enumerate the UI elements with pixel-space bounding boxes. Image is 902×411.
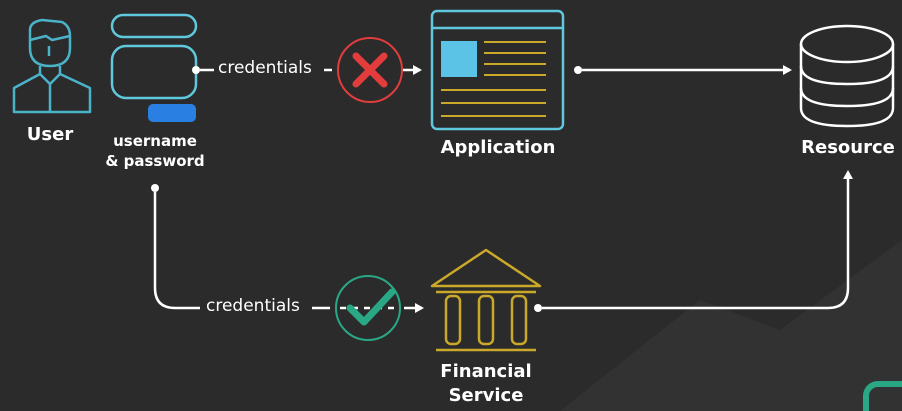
- financial-service-label: Financial Service: [426, 360, 546, 408]
- flow-top-label: credentials: [214, 58, 316, 78]
- cross-icon: [352, 52, 388, 88]
- user-label: User: [26, 124, 74, 145]
- credentials-form-label-line2: & password: [105, 152, 205, 170]
- financial-service-label-line2: Service: [448, 385, 524, 406]
- credentials-form-label: username & password: [100, 131, 210, 171]
- login-form-icon: [110, 13, 198, 122]
- accept-status: [335, 275, 401, 341]
- bank-icon: [430, 248, 542, 352]
- credentials-form-label-line1: username: [113, 132, 197, 150]
- flow-bottom-connector: [151, 184, 424, 313]
- application-window-icon: [430, 9, 565, 131]
- background-mountain-shape: [560, 240, 902, 411]
- financial-service-label-line1: Financial: [440, 361, 532, 382]
- application-label: Application: [440, 137, 556, 158]
- corner-badge: [863, 381, 902, 411]
- check-icon: [346, 288, 396, 326]
- resource-label: Resource: [801, 137, 895, 158]
- flow-service-to-resource: [534, 170, 853, 312]
- user-icon: [12, 18, 92, 114]
- flow-bottom-label: credentials: [202, 296, 304, 316]
- flow-app-to-resource: [574, 65, 792, 75]
- database-icon: [799, 24, 895, 128]
- reject-status: [337, 37, 403, 103]
